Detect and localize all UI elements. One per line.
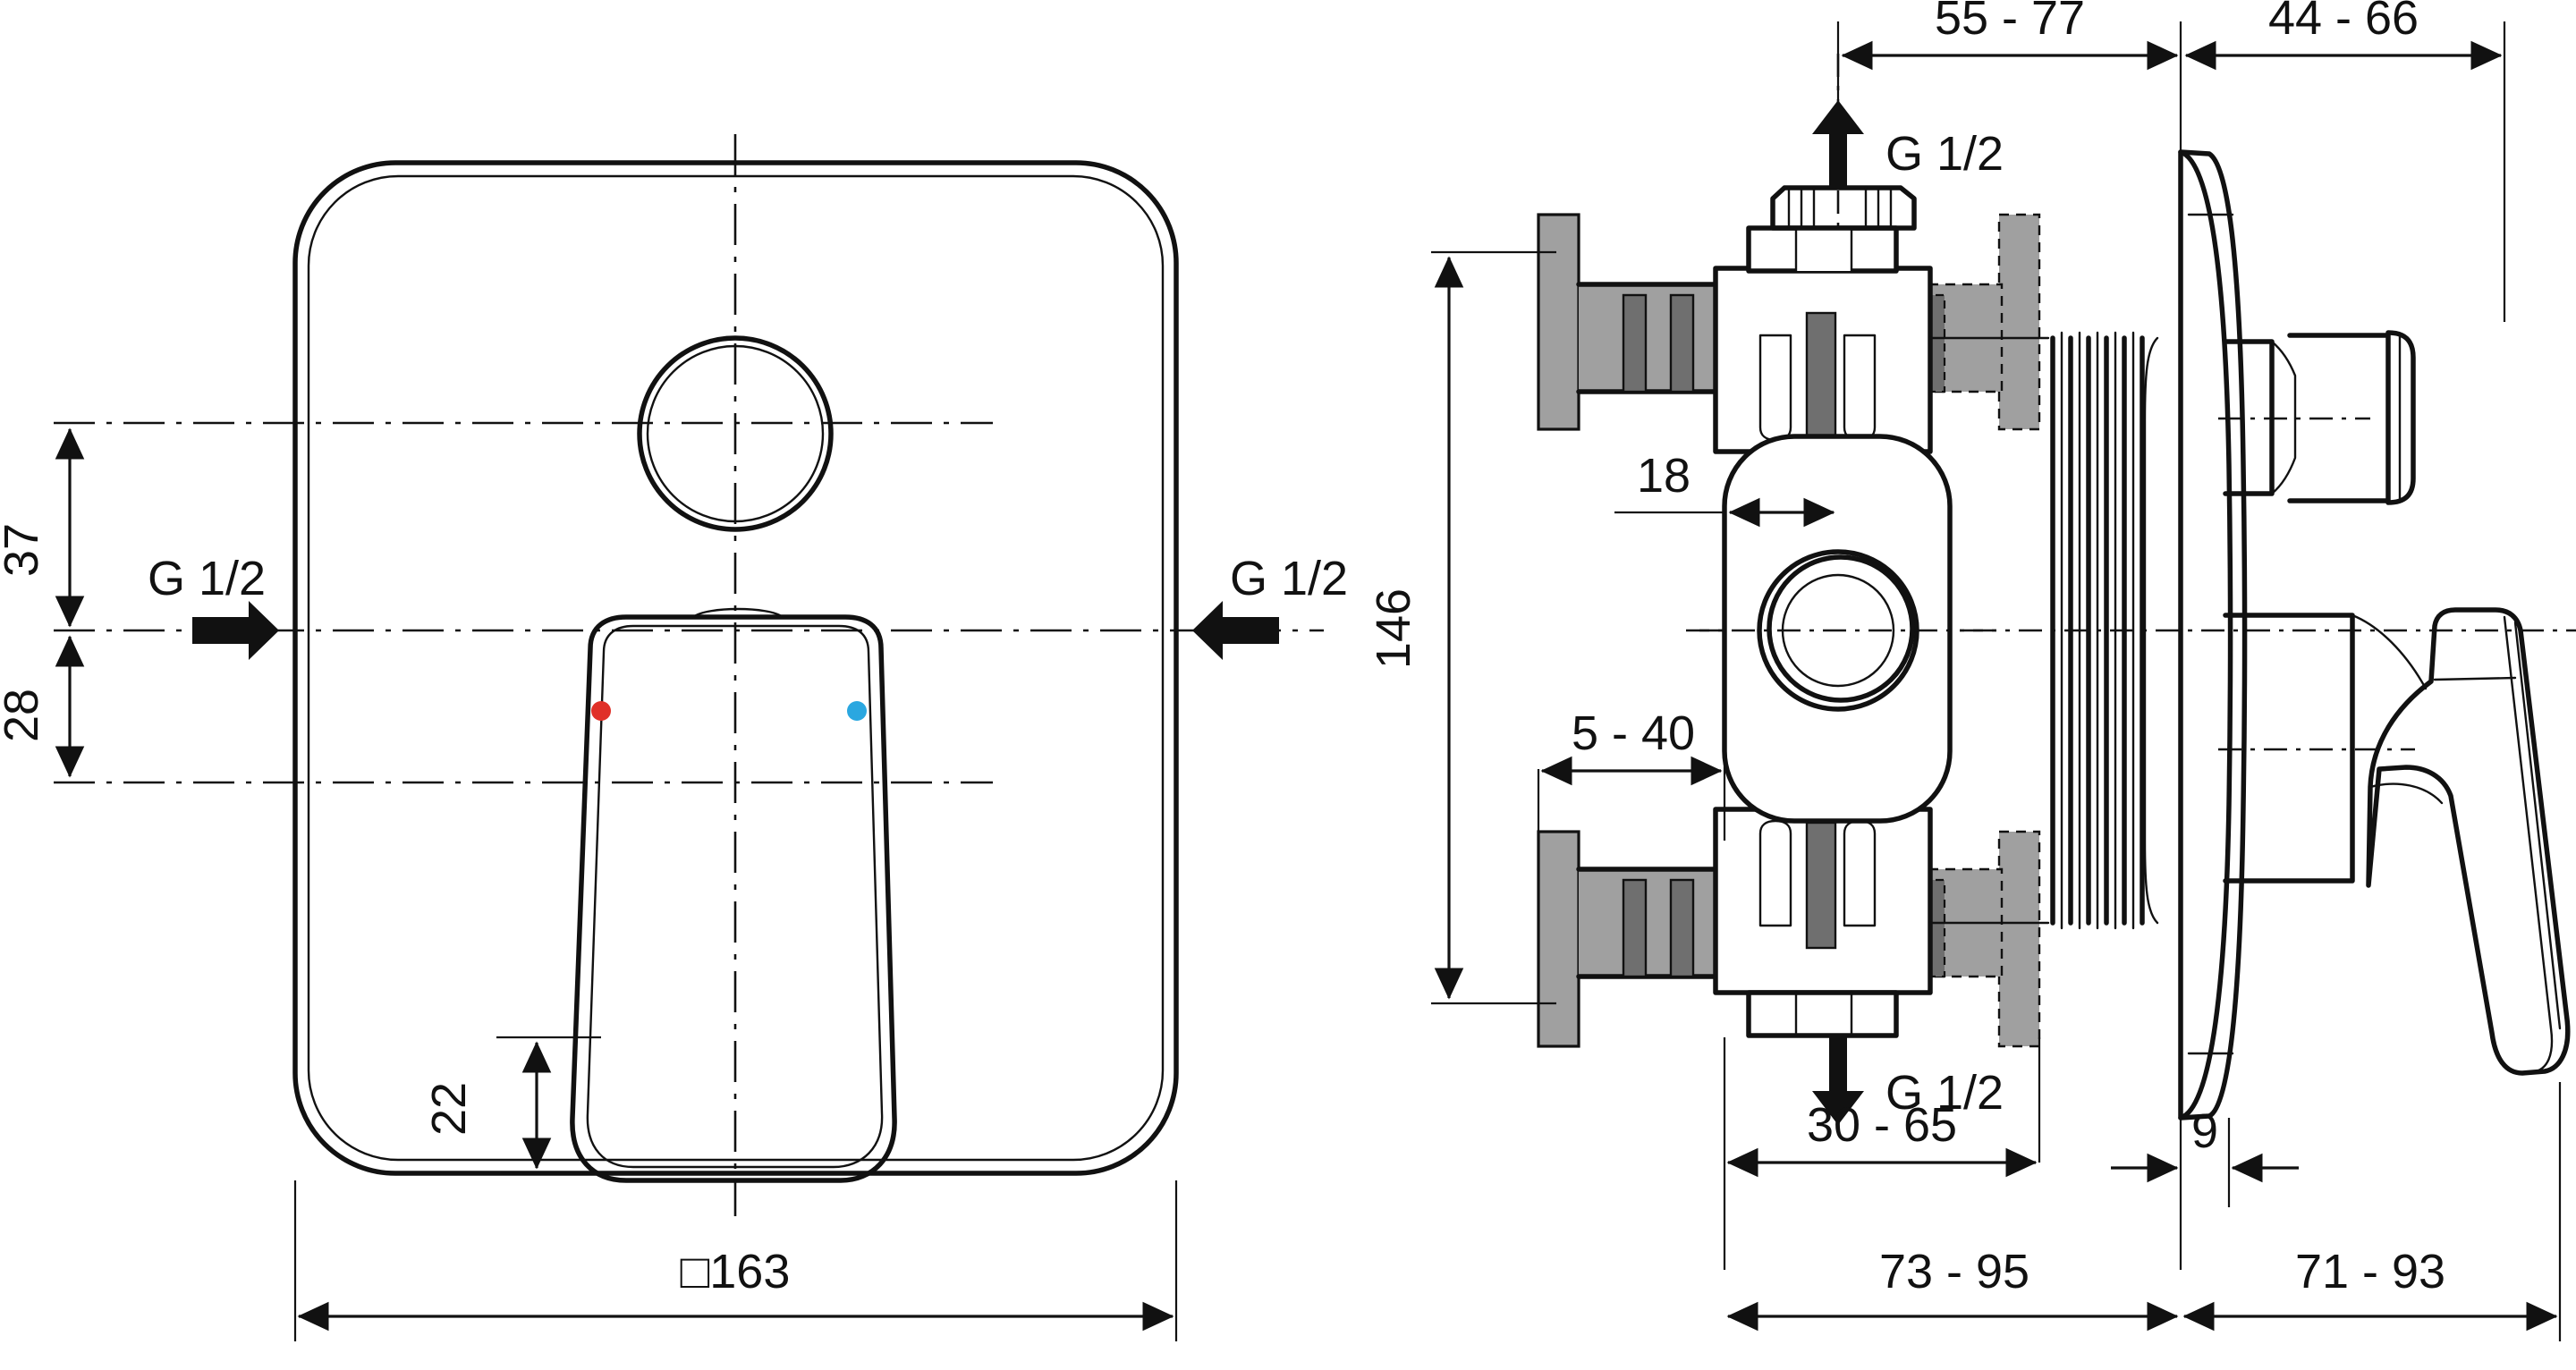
top-inlet-assembly (1537, 185, 2041, 454)
dim-146-label: 146 (1367, 588, 1420, 669)
dim-30-65: 30 - 65 (1723, 1037, 2041, 1270)
section-view: 55 - 77 44 - 66 G 1/2 146 18 (1367, 0, 2576, 1341)
dim-9-label: 9 (2191, 1104, 2218, 1158)
dim-22-label: 22 (422, 1082, 476, 1136)
dim-9: 9 (2111, 1100, 2299, 1270)
port-bottom: G 1/2 (1812, 1037, 2004, 1125)
dim-5-40: 5 - 40 (1537, 706, 1726, 841)
dim-71-93-label: 71 - 93 (2295, 1245, 2445, 1298)
dim-44-66: 44 - 66 (2184, 0, 2506, 322)
dim-71-93: 71 - 93 (2182, 1082, 2562, 1341)
port-right-label: G 1/2 (1230, 552, 1348, 605)
dim-28: 28 (0, 635, 85, 778)
dim-5-40-label: 5 - 40 (1572, 706, 1695, 760)
port-right: G 1/2 (1192, 552, 1348, 660)
dim-18: 18 (1614, 449, 1835, 528)
hot-indicator (591, 701, 611, 721)
dim-55-77: 55 - 77 (1836, 0, 2182, 304)
dim-37-label: 37 (0, 523, 48, 577)
escutcheon-side-profile (2178, 149, 2248, 1121)
port-top: G 1/2 (1812, 100, 2004, 188)
port-bottom-label: G 1/2 (1885, 1066, 2004, 1120)
port-left-label: G 1/2 (148, 552, 266, 605)
dim-22: 22 (422, 1036, 608, 1175)
dim-73-95: 73 - 95 (1726, 1245, 2179, 1332)
dim-18-label: 18 (1637, 449, 1690, 503)
port-top-label: G 1/2 (1885, 127, 2004, 181)
dim-55-77-label: 55 - 77 (1935, 0, 2085, 45)
dim-146: 146 (1367, 250, 1556, 1005)
dim-44-66-label: 44 - 66 (2268, 0, 2419, 45)
threaded-shank (1928, 331, 2159, 930)
bottom-inlet-assembly (1537, 807, 2041, 1048)
cold-indicator (847, 701, 867, 721)
dim-37: 37 (0, 427, 85, 628)
lever-handle (570, 607, 897, 1183)
front-view: 37 28 G 1/2 G 1/2 22 □163 (0, 134, 1348, 1341)
dim-163-label: □163 (681, 1245, 791, 1298)
lever-handle-side (2218, 607, 2571, 1076)
port-left: G 1/2 (148, 552, 279, 660)
dim-30-65-label: 30 - 65 (1807, 1098, 1957, 1152)
dim-163: □163 (293, 1180, 1178, 1341)
valve-body (1686, 434, 1999, 824)
diverter-knob-side (2218, 330, 2416, 505)
dim-28-label: 28 (0, 689, 48, 742)
dim-73-95-label: 73 - 95 (1879, 1245, 2029, 1298)
